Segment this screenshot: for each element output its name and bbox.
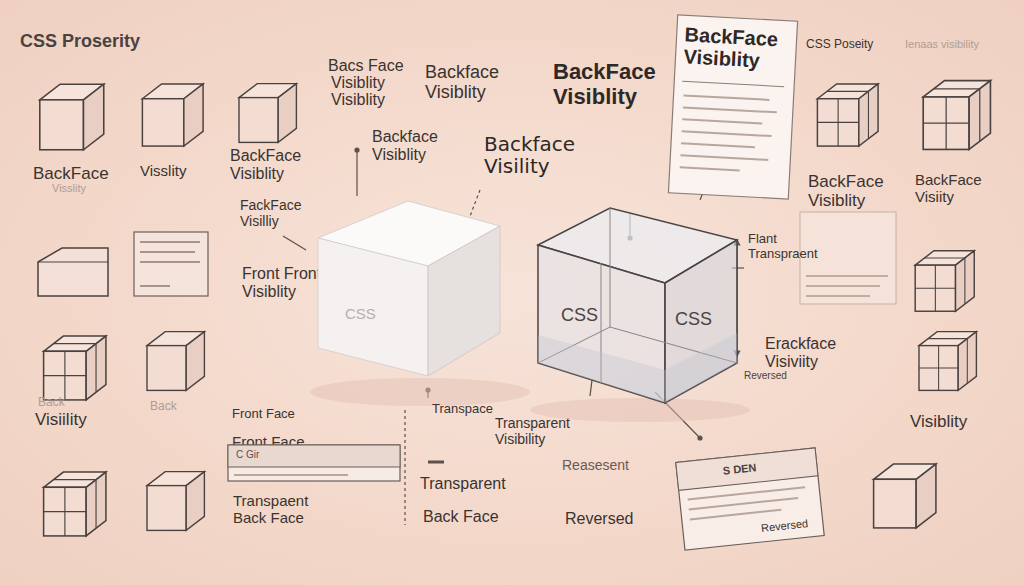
annotation-label: FackFace Visilliy: [240, 198, 325, 229]
node-text: CSS: [561, 305, 598, 325]
text-line: [140, 285, 170, 287]
annotation-label: Ienaas visibility: [905, 38, 979, 50]
cube-icon: [919, 332, 976, 391]
annotation-label: Visiblity: [331, 74, 385, 92]
annotation-label: Visiblity: [910, 412, 967, 431]
annotation-label: Bacs Face: [328, 57, 404, 75]
annotation-label: Transpace: [432, 402, 493, 417]
leader-lines: [20, 70, 744, 525]
cube-icon: [142, 84, 203, 146]
annotation-label: Back Face: [423, 508, 499, 526]
annotation-label: Visslity: [140, 163, 186, 180]
opaque-cube: CSS: [313, 198, 503, 378]
annotation-label: Reversed: [565, 510, 633, 528]
cube-icon: [239, 84, 296, 143]
annotation-label: Erackface Visiviity: [765, 335, 870, 371]
annotation-label: BackFace: [33, 164, 109, 183]
cube-shadow: [310, 378, 530, 406]
cube-white-shape: [313, 198, 503, 378]
dash-mark: [428, 461, 444, 464]
annotation-label: Backface Visiblity: [372, 128, 462, 164]
page-title: CSS Proserity: [20, 31, 140, 51]
node-text: BackFace Visiblity: [683, 23, 791, 73]
cube-icon: [817, 84, 878, 146]
annotation-label: Flant Transpraent: [748, 232, 833, 261]
cube-icon: [874, 464, 936, 528]
annotation-label: CSS Poseity: [806, 38, 873, 51]
box-edge: [38, 261, 108, 262]
annotation-label: Front Face: [232, 407, 295, 422]
leader-line: [283, 236, 306, 250]
leader-line: [590, 380, 592, 396]
annotation-label: Visiblity: [331, 91, 385, 109]
cube-icon: [44, 472, 106, 536]
annotation-label: Transparent: [420, 475, 506, 493]
small-cubes: [40, 81, 991, 536]
annotation-label: Visslity: [52, 182, 86, 194]
annotation-label: Visiility: [35, 410, 87, 429]
annotation-label: Backface Visiblity: [425, 62, 520, 102]
mini-panel: [134, 232, 208, 296]
annotation-label: BackFace Visiblity: [230, 147, 325, 183]
annotation-label: Transparent Visibility: [495, 416, 590, 447]
cube-icon: [923, 81, 990, 150]
node-text: CSS: [675, 309, 712, 329]
ui-card: C Gir: [228, 445, 400, 481]
node-text: C Gir: [236, 449, 259, 460]
annotation-label: Front Front Visiblity: [242, 265, 322, 301]
text-line: [140, 251, 195, 253]
annotation-label: Transpaent Back Face: [233, 493, 338, 527]
text-line: [140, 241, 200, 243]
spacer: [19, 70, 20, 90]
leader-line: [356, 150, 357, 196]
cube-icon: [915, 251, 974, 311]
flat-box: [38, 248, 108, 296]
ui-card: S DENReversed: [676, 448, 824, 550]
annotation-label: BackFace Visiblity: [808, 172, 913, 210]
cube-icon: [40, 84, 104, 150]
cube-icon: [147, 472, 204, 531]
text-line: [806, 275, 888, 277]
leader-dot: [355, 148, 359, 152]
annotation-label: Back: [150, 400, 177, 413]
annotation-label: Backface Visility: [484, 133, 594, 178]
node-text: CSS: [345, 306, 376, 323]
annotation-label: Back: [38, 396, 65, 409]
text-line: [140, 261, 200, 263]
transparent-cube: CSS CSS: [535, 205, 740, 405]
cube-icon: [147, 332, 204, 391]
annotation-label: BackFace Visiity: [915, 172, 1010, 206]
text-line: [806, 285, 880, 287]
divider-line: [404, 410, 405, 525]
annotation-label: Reversed: [744, 370, 787, 381]
cube-icon: [44, 336, 106, 400]
text-line: [806, 295, 870, 297]
annotation-label: Reasesent: [562, 458, 629, 474]
info-panel: BackFace Visiblity: [668, 15, 797, 199]
leader-dot: [698, 436, 702, 440]
